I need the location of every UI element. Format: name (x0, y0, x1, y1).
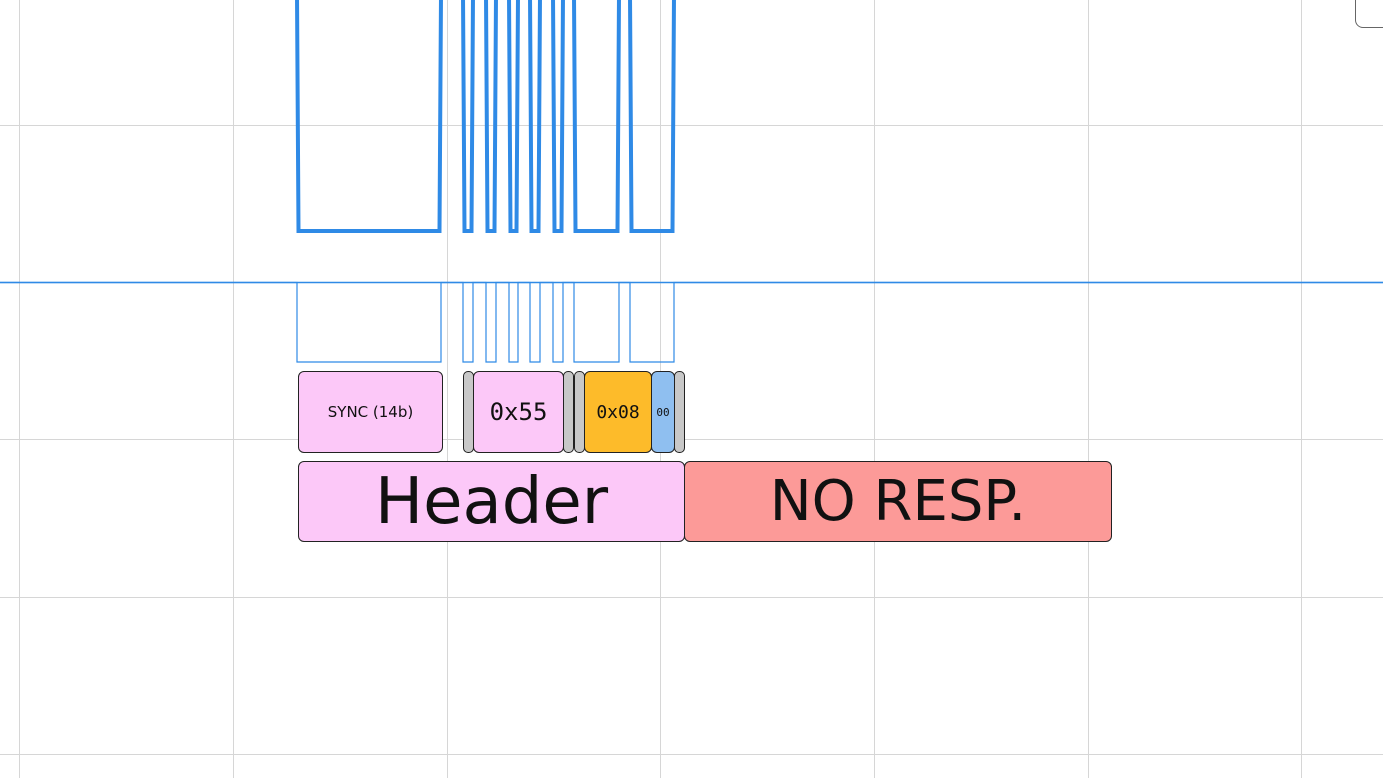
analog-trace (295, 0, 676, 233)
panel-corner[interactable] (1355, 0, 1383, 28)
sync-break-label: SYNC (14b) (327, 403, 414, 421)
id-field[interactable]: 0x08 (584, 371, 652, 453)
stop-bit[interactable] (674, 371, 685, 453)
no-response-label: NO RESP. (769, 469, 1027, 534)
parity-field[interactable]: 00 (651, 371, 675, 453)
header-frame[interactable]: Header (298, 461, 685, 542)
stop-bit[interactable] (563, 371, 574, 453)
header-label: Header (374, 464, 609, 539)
id-label: 0x08 (596, 401, 640, 423)
sync-byte-label: 0x55 (489, 398, 548, 426)
sync-byte-field[interactable]: 0x55 (473, 371, 564, 453)
no-response-frame[interactable]: NO RESP. (684, 461, 1112, 542)
parity-label: 00 (656, 405, 670, 419)
digital-trace (0, 281, 1383, 363)
sync-break-field[interactable]: SYNC (14b) (298, 371, 443, 453)
